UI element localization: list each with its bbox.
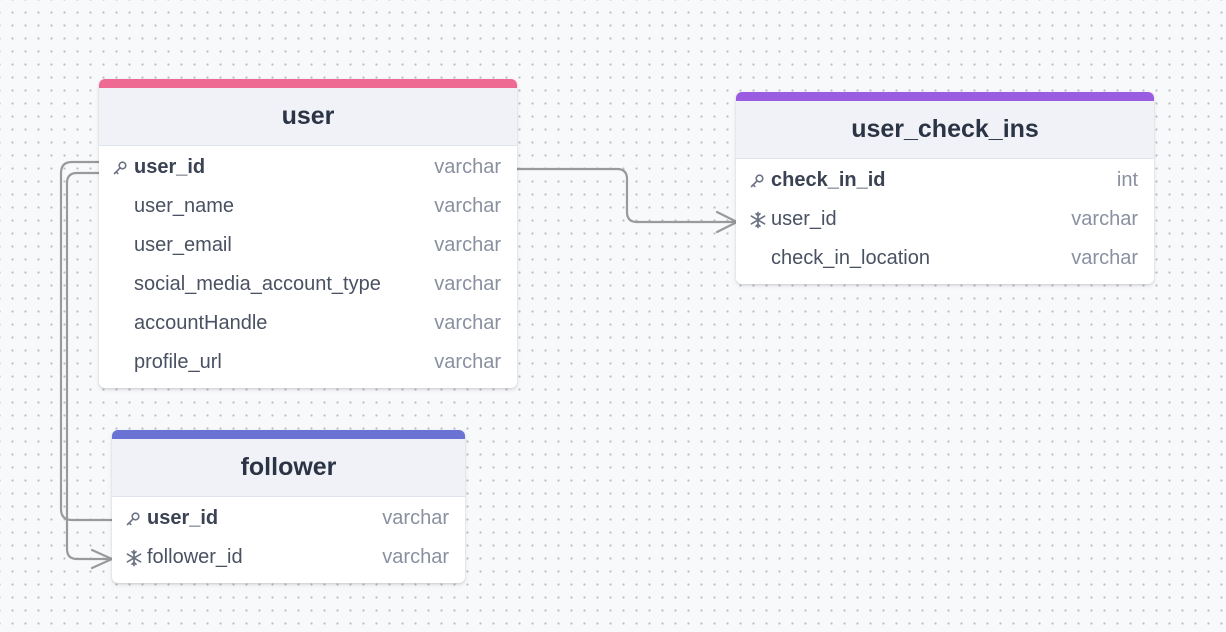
column-name: user_id: [134, 156, 206, 178]
crowfoot-follower-follower-id: [90, 548, 114, 570]
table-user[interactable]: user user_id varchar user_name varchar u…: [99, 79, 517, 388]
column-row[interactable]: follower_id varchar: [112, 538, 465, 577]
crowfoot-check-ins-user-id: [715, 210, 739, 234]
column-row[interactable]: accountHandle varchar: [99, 304, 517, 343]
column-name: follower_id: [147, 546, 243, 568]
key-icon: [112, 158, 134, 178]
column-name: user_email: [134, 234, 232, 256]
column-row[interactable]: profile_url varchar: [99, 343, 517, 382]
table-title: follower: [112, 439, 465, 497]
column-type: varchar: [434, 273, 501, 295]
column-row[interactable]: user_id varchar: [112, 499, 465, 538]
column-name: user_name: [134, 195, 235, 217]
table-follower[interactable]: follower user_id varchar follower_id var…: [112, 430, 465, 583]
column-name: user_id: [147, 507, 219, 529]
relation-user-to-check-ins[interactable]: [515, 167, 739, 224]
column-list: user_id varchar follower_id varchar: [112, 497, 465, 583]
column-row[interactable]: user_name varchar: [99, 187, 517, 226]
table-accent-bar: [736, 92, 1154, 101]
key-icon: [125, 509, 147, 529]
column-type: varchar: [1071, 208, 1138, 230]
column-type: varchar: [1071, 247, 1138, 269]
column-type: varchar: [434, 351, 501, 373]
table-accent-bar: [99, 79, 517, 88]
column-row[interactable]: user_id varchar: [99, 148, 517, 187]
column-type: varchar: [434, 234, 501, 256]
column-type: varchar: [382, 546, 449, 568]
column-row[interactable]: social_media_account_type varchar: [99, 265, 517, 304]
column-list: check_in_id int user_id varchar check_in…: [736, 159, 1154, 284]
column-row[interactable]: user_email varchar: [99, 226, 517, 265]
table-accent-bar: [112, 430, 465, 439]
column-type: varchar: [434, 156, 501, 178]
column-row[interactable]: check_in_location varchar: [736, 239, 1154, 278]
table-user-check-ins[interactable]: user_check_ins check_in_id int user_id v…: [736, 92, 1154, 284]
snowflake-icon: [749, 210, 771, 230]
column-name: user_id: [771, 208, 837, 230]
column-name: check_in_id: [771, 169, 886, 191]
key-icon: [749, 171, 771, 191]
column-name: accountHandle: [134, 312, 268, 334]
column-type: varchar: [434, 195, 501, 217]
snowflake-icon: [125, 548, 147, 568]
column-type: varchar: [382, 507, 449, 529]
column-name: check_in_location: [771, 247, 930, 269]
table-title: user: [99, 88, 517, 146]
column-row[interactable]: user_id varchar: [736, 200, 1154, 239]
table-title: user_check_ins: [736, 101, 1154, 159]
column-name: social_media_account_type: [134, 273, 381, 295]
column-type: int: [1116, 169, 1138, 191]
column-row[interactable]: check_in_id int: [736, 161, 1154, 200]
column-type: varchar: [434, 312, 501, 334]
column-name: profile_url: [134, 351, 222, 373]
column-list: user_id varchar user_name varchar user_e…: [99, 146, 517, 388]
